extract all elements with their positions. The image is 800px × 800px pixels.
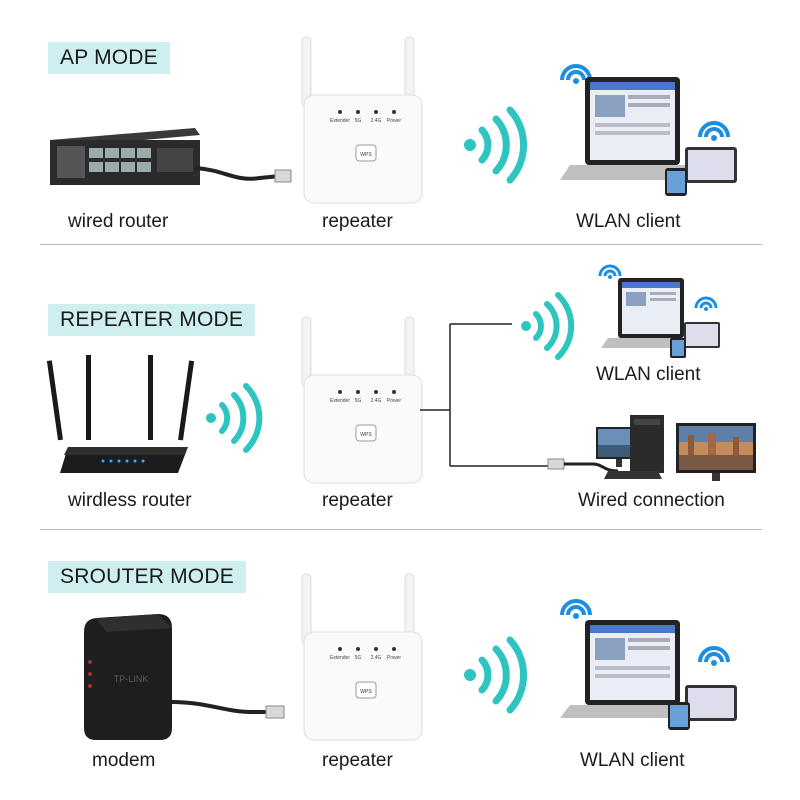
modem-brand-logo: TP-LINK [114, 674, 149, 684]
repeater-mode-tag: REPEATER MODE [48, 304, 256, 336]
repeater-label: repeater [322, 490, 393, 511]
wifi-wave-icon [206, 383, 263, 453]
connection-lines [420, 323, 555, 467]
wired-computer-image [547, 415, 756, 481]
wireless-router-label: wirdless router [68, 490, 192, 511]
wired-router-image [50, 128, 292, 185]
indicator-extender: Extender [330, 655, 350, 661]
indicator-24g: 2.4G [371, 398, 382, 404]
repeater-image: Extender 5G 2.4G Power WPS [301, 36, 423, 204]
repeater-image: Extender 5G 2.4G Power WPS [301, 573, 423, 741]
indicator-power: Power [387, 655, 402, 661]
indicator-power: Power [387, 398, 402, 404]
modem-image: TP-LINK [84, 614, 285, 740]
wlan-client-label: WLAN client [580, 750, 685, 771]
indicator-24g: 2.4G [371, 655, 382, 661]
repeater-label: repeater [322, 750, 393, 771]
wlan-client-image [598, 264, 720, 358]
srouter-mode-tag: SROUTER MODE [48, 561, 246, 593]
wps-button: WPS [360, 432, 372, 438]
wifi-wave-icon [464, 106, 527, 184]
repeater-label: repeater [322, 211, 393, 232]
wps-button: WPS [360, 152, 372, 158]
wlan-client-image [560, 64, 737, 196]
indicator-5g: 5G [355, 118, 362, 124]
ap-mode-tag: AP MODE [48, 42, 170, 74]
section-divider [40, 244, 762, 245]
modem-label: modem [92, 750, 156, 771]
wifi-wave-icon [521, 292, 575, 360]
wlan-client-label: WLAN client [576, 211, 681, 232]
wired-connection-label: Wired connection [578, 490, 725, 511]
wireless-router-image [46, 355, 195, 473]
indicator-power: Power [387, 118, 402, 124]
indicator-5g: 5G [355, 655, 362, 661]
indicator-24g: 2.4G [371, 118, 382, 124]
wired-router-label: wired router [68, 211, 169, 232]
indicator-5g: 5G [355, 398, 362, 404]
indicator-extender: Extender [330, 398, 350, 404]
wps-button: WPS [360, 689, 372, 695]
section-divider [40, 529, 762, 530]
indicator-extender: Extender [330, 118, 350, 124]
wlan-client-image [560, 599, 737, 730]
wifi-wave-icon [464, 636, 527, 714]
wlan-client-label: WLAN client [596, 364, 701, 385]
repeater-image: Extender 5G 2.4G Power WPS [301, 316, 423, 484]
